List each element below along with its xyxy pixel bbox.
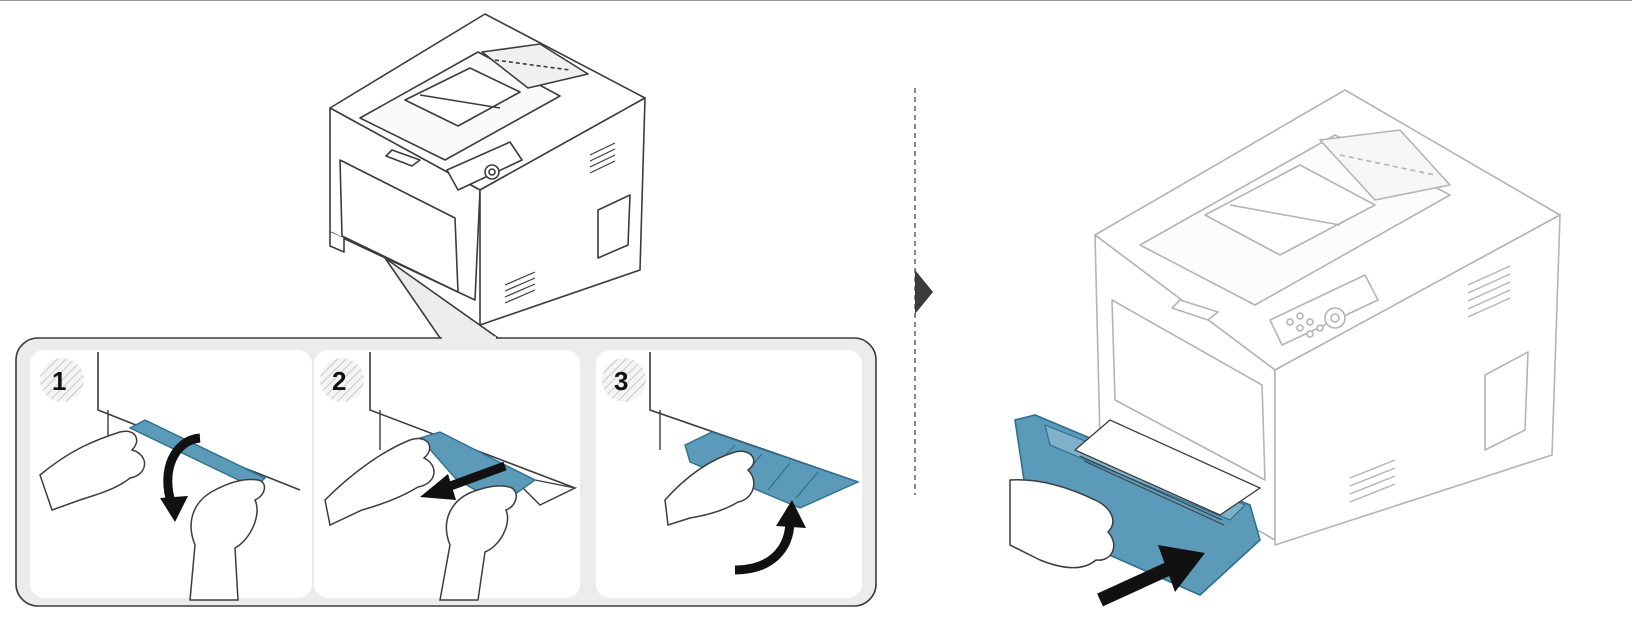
step-number: 2 (332, 366, 346, 396)
paper-tray (1014, 414, 1262, 596)
step-1-panel: 1 (30, 350, 312, 601)
paper-stack (1073, 419, 1262, 516)
triangle-right-icon (915, 270, 933, 314)
step-number-badge (602, 358, 646, 402)
top-rule (0, 0, 1632, 1)
printer-icon (1094, 89, 1561, 546)
jammed-paper (128, 419, 267, 489)
curved-arrow-icon (163, 433, 201, 507)
step-number: 3 (614, 366, 628, 396)
step-number-badge (320, 358, 364, 402)
hand-icon (664, 450, 755, 526)
step-number-badge (40, 358, 84, 402)
hand-icon (1009, 479, 1115, 569)
straight-arrow-icon (443, 461, 507, 493)
hand-icon (324, 437, 517, 601)
hand-icon (39, 430, 266, 601)
step-number: 1 (52, 366, 66, 396)
step-3-panel: 3 (596, 350, 862, 598)
jam-guide (684, 431, 860, 509)
straight-arrow-icon (1097, 561, 1173, 607)
curved-arrow-icon (734, 519, 795, 575)
printer-icon (329, 13, 646, 326)
step-2-panel: 2 (314, 350, 580, 601)
